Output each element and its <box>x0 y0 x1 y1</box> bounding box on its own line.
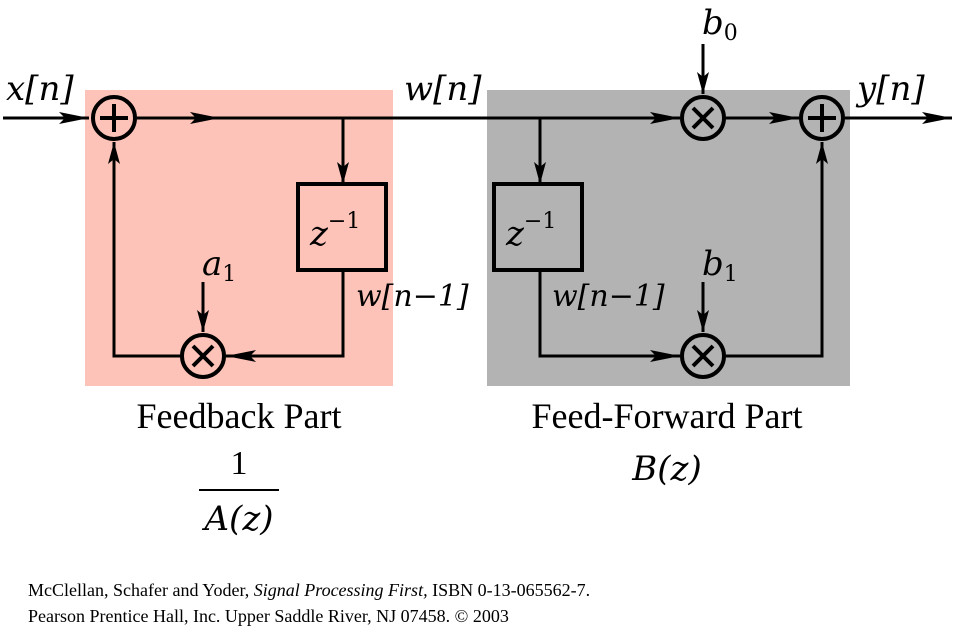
feedback-part-title: Feedback Part <box>137 396 342 436</box>
credit-authors: McClellan, Schafer and Yoder, <box>28 580 254 600</box>
credit-book-title: Signal Processing First, <box>253 580 428 600</box>
feedback-part-numerator: 1 <box>231 445 248 482</box>
credit-line-2: Pearson Prentice Hall, Inc. Upper Saddle… <box>28 606 509 626</box>
feedback-region <box>85 90 393 386</box>
mult-b1-to-adder-wire <box>726 142 828 358</box>
feedforward-part-title: Feed-Forward Part <box>532 396 803 436</box>
input-adder <box>91 95 137 141</box>
input-signal-label: x[n] <box>6 69 74 109</box>
feedback-delayed-signal-label: w[n−1] <box>356 279 469 314</box>
multiplier-b0 <box>680 95 726 141</box>
credit-isbn: ISBN 0-13-065562-7. <box>427 580 591 600</box>
feedforward-delay-block <box>492 182 584 272</box>
multiplier-a1 <box>180 333 226 379</box>
coefficient-b0-label: b0 <box>702 3 738 46</box>
feedforward-delay-to-mult-wire <box>538 270 680 362</box>
output-adder <box>799 95 845 141</box>
feedforward-region <box>487 90 850 386</box>
coefficient-a1-label: a1 <box>202 244 236 287</box>
feedback-part-denominator: A(z) <box>202 499 274 539</box>
intermediate-signal-label: w[n] <box>404 69 482 109</box>
feedback-delay-to-mult-wire <box>226 270 345 362</box>
feedback-delay-block <box>296 182 388 272</box>
signal-wires <box>3 44 952 362</box>
feedback-mult-to-adder-wire <box>108 142 180 358</box>
credit-line-1: McClellan, Schafer and Yoder, Signal Pro… <box>28 580 590 601</box>
multiplier-b1 <box>680 333 726 379</box>
coefficient-b1-label: b1 <box>702 244 738 287</box>
output-signal-label: y[n] <box>855 69 925 109</box>
feedback-delay-label: z−1 <box>309 209 360 254</box>
feedforward-delayed-signal-label: w[n−1] <box>552 279 665 314</box>
feedforward-part-expression: B(z) <box>631 449 701 489</box>
feedforward-delay-label: z−1 <box>505 209 556 254</box>
